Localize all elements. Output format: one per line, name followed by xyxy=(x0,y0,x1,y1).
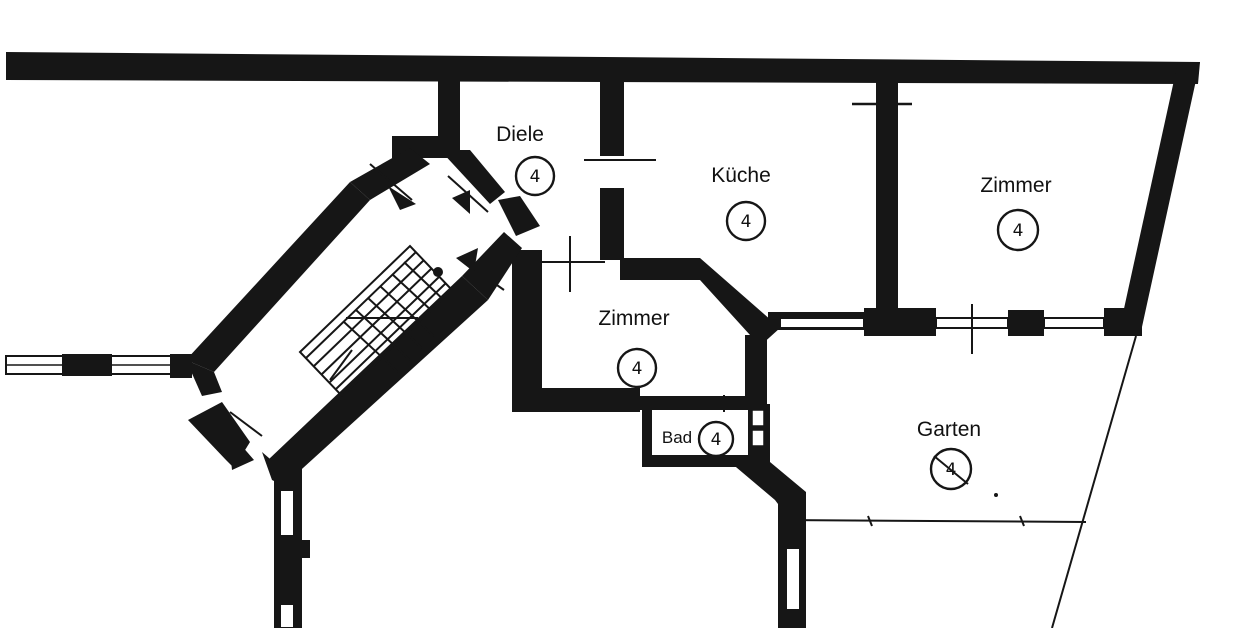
room-label-zimmer-right: Zimmer xyxy=(980,174,1051,197)
room-label-garten: Garten xyxy=(917,418,981,441)
zimmer-middle-walls xyxy=(498,196,780,412)
room-badge-zimmer-middle: 4 xyxy=(632,359,643,379)
garten-outline xyxy=(779,335,1137,628)
room-badge-kueche: 4 xyxy=(741,212,752,232)
room-bad: Bad 4 xyxy=(662,420,735,458)
zimmer-right-walls xyxy=(779,304,1142,354)
room-zimmer-middle: Zimmer 4 xyxy=(598,307,670,389)
room-kueche: Küche 4 xyxy=(711,164,771,242)
badge-strike-icon xyxy=(933,455,969,485)
bad-walls xyxy=(642,395,806,628)
room-diele: Diele 4 xyxy=(496,123,556,197)
room-badge-zimmer-right: 4 xyxy=(1013,221,1024,241)
room-badge-bad: 4 xyxy=(711,430,722,450)
room-label-bad: Bad xyxy=(662,428,692,447)
room-label-diele: Diele xyxy=(496,123,544,146)
stair-treads xyxy=(298,244,454,398)
west-facade xyxy=(5,354,192,378)
room-label-zimmer-middle: Zimmer xyxy=(598,307,669,330)
room-garten: Garten 4 xyxy=(917,418,981,491)
room-label-kueche: Küche xyxy=(711,164,771,187)
north-wall xyxy=(6,52,1200,336)
stairwell xyxy=(186,148,522,492)
room-zimmer-right: Zimmer 4 xyxy=(980,174,1052,252)
lower-left-wall xyxy=(274,462,310,628)
room-badge-diele: 4 xyxy=(530,167,541,187)
